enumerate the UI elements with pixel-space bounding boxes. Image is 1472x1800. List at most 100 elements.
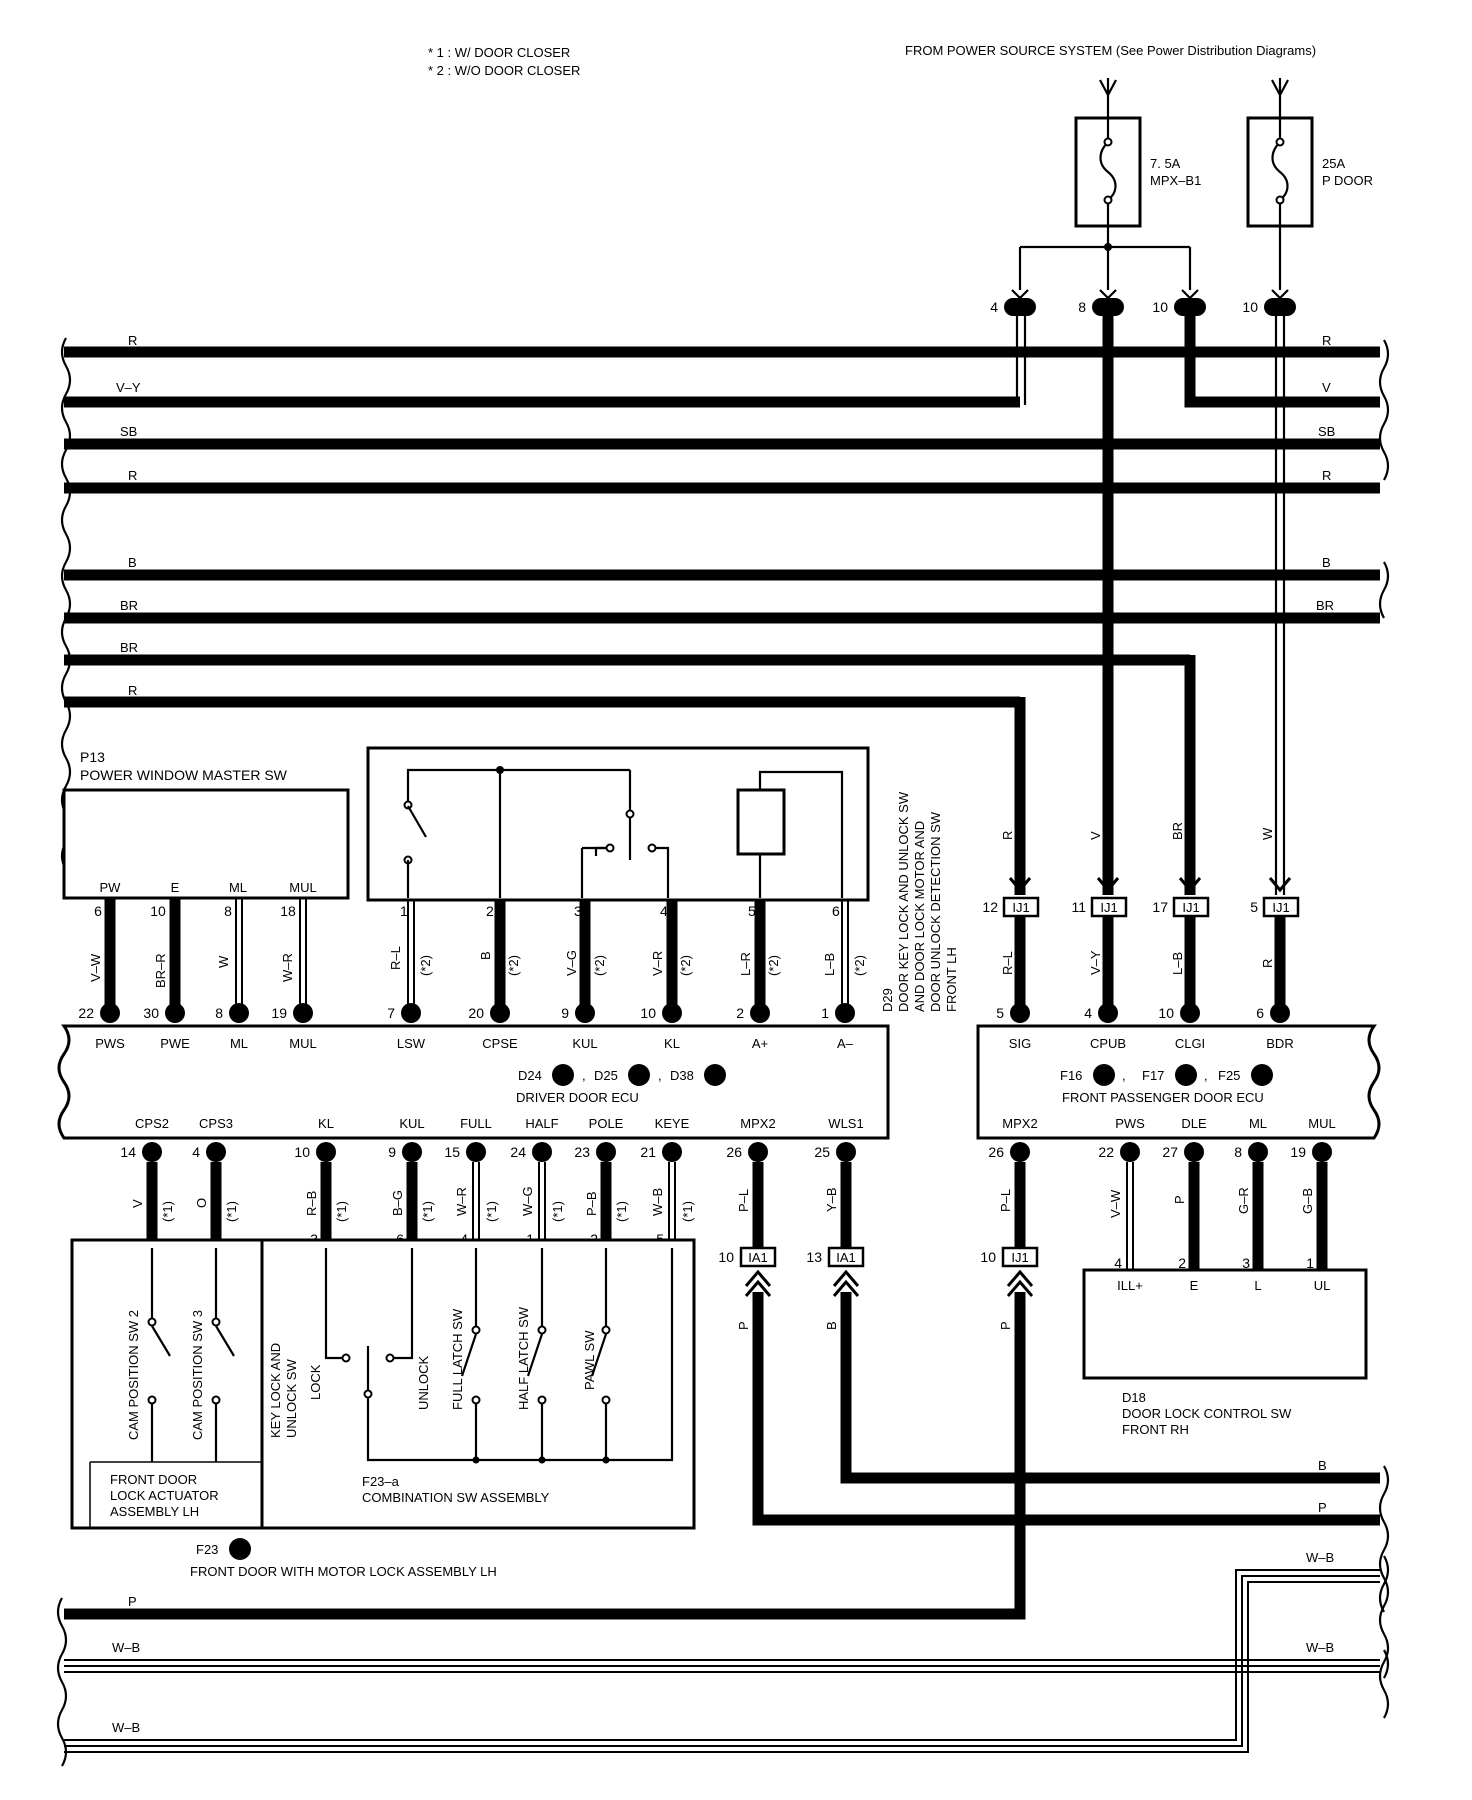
bus-wires: R R V–Y V SB SB R R B B BR BR BR R: [60, 333, 1390, 899]
svg-text:G–R: G–R: [1236, 1187, 1251, 1214]
svg-text:SB: SB: [120, 424, 137, 439]
ia1-connectors: IA1 10 IA1 13: [718, 1246, 865, 1297]
passenger-bottom-wire-labels: P–L V–W P G–R G–B: [998, 1187, 1315, 1218]
svg-text:11: 11: [1071, 899, 1086, 915]
svg-text:B: B: [1322, 555, 1331, 570]
svg-text:B: B: [478, 951, 493, 960]
passenger-ecu-bottom-pins: B 26 A 22 A 27 A 8 A 19: [988, 1142, 1332, 1162]
svg-text:A: A: [235, 1008, 243, 1020]
driver-ecu-top-terms: PWS PWE ML MUL LSW CPSE KUL KL A+ A–: [95, 1036, 854, 1051]
svg-text:E: E: [171, 880, 180, 895]
svg-text:PWE: PWE: [160, 1036, 190, 1051]
svg-text:IJ1: IJ1: [1182, 900, 1199, 915]
svg-text:F25: F25: [1218, 1068, 1240, 1083]
svg-text:C: C: [1258, 1070, 1266, 1082]
svg-text:KL: KL: [664, 1036, 680, 1051]
svg-text:3: 3: [574, 903, 582, 919]
svg-text:E: E: [408, 1147, 415, 1159]
svg-text:10: 10: [718, 1249, 734, 1265]
svg-text:B: B: [1104, 1008, 1112, 1020]
svg-text:BR: BR: [1170, 822, 1185, 840]
svg-text:B: B: [1016, 1147, 1024, 1159]
svg-text:PJ: PJ: [1273, 303, 1286, 315]
svg-text:10: 10: [1242, 299, 1258, 315]
svg-text:BR: BR: [120, 640, 138, 655]
svg-text:10: 10: [640, 1005, 656, 1021]
svg-text:IJ1: IJ1: [1100, 900, 1117, 915]
svg-text:SIG: SIG: [1009, 1036, 1031, 1051]
svg-text:(*1): (*1): [334, 1201, 349, 1222]
p13-box: [62, 788, 350, 900]
svg-text:SB: SB: [1318, 424, 1335, 439]
svg-text:B: B: [1186, 1008, 1194, 1020]
svg-text:25: 25: [814, 1144, 830, 1160]
svg-text:V–R: V–R: [650, 951, 665, 976]
svg-text:20: 20: [468, 1005, 484, 1021]
svg-text:W: W: [1260, 827, 1275, 840]
svg-text:4: 4: [192, 1144, 200, 1160]
f23-label: F23 E FRONT DOOR WITH MOTOR LOCK ASSEMBL…: [190, 1538, 497, 1579]
svg-text:C: C: [496, 1008, 504, 1020]
svg-text:23: 23: [574, 1144, 590, 1160]
svg-text:(*2): (*2): [506, 955, 521, 976]
svg-text:KEY LOCK AND: KEY LOCK AND: [268, 1343, 283, 1438]
svg-text:E: E: [668, 1147, 675, 1159]
svg-text:(*2): (*2): [852, 955, 867, 976]
svg-text:4: 4: [990, 299, 998, 315]
svg-text:WLS1: WLS1: [828, 1116, 863, 1131]
svg-text:W–B: W–B: [112, 1640, 140, 1655]
svg-text:4: 4: [1114, 1255, 1122, 1271]
svg-text:LSW: LSW: [397, 1036, 426, 1051]
svg-text:DOOR UNLOCK DETECTION SW: DOOR UNLOCK DETECTION SW: [928, 811, 943, 1012]
p13-name: POWER WINDOW MASTER SW: [80, 767, 288, 783]
svg-text:A: A: [559, 1070, 567, 1082]
svg-text:27: 27: [1162, 1144, 1178, 1160]
svg-text:W–B: W–B: [650, 1188, 665, 1216]
actuator-label-3: ASSEMBLY LH: [110, 1504, 199, 1519]
svg-text:ML: ML: [1249, 1116, 1267, 1131]
svg-text:W–R: W–R: [454, 1187, 469, 1216]
combination-name: COMBINATION SW ASSEMBLY: [362, 1490, 550, 1505]
svg-text:W–B: W–B: [112, 1720, 140, 1735]
svg-text:R–B: R–B: [304, 1191, 319, 1216]
svg-text:P: P: [998, 1321, 1013, 1330]
svg-text:22: 22: [1098, 1144, 1114, 1160]
d18-name-2: FRONT RH: [1122, 1422, 1189, 1437]
svg-text:V: V: [130, 1199, 145, 1208]
svg-text:CPS3: CPS3: [199, 1116, 233, 1131]
svg-text:P–L: P–L: [736, 1189, 751, 1212]
svg-text:(*1): (*1): [614, 1201, 629, 1222]
svg-text:B: B: [1182, 1070, 1190, 1082]
svg-text:22: 22: [78, 1005, 94, 1021]
svg-text:26: 26: [988, 1144, 1004, 1160]
svg-text:HALF LATCH SW: HALF LATCH SW: [516, 1306, 531, 1410]
svg-text:E: E: [472, 1147, 479, 1159]
svg-text:KL: KL: [318, 1116, 334, 1131]
svg-text:BR–R: BR–R: [153, 953, 168, 988]
svg-text:PI: PI: [1185, 303, 1195, 315]
svg-text:UNLOCK: UNLOCK: [416, 1355, 431, 1410]
svg-text:R–L: R–L: [1000, 951, 1015, 975]
fuse1-rating: 7. 5A: [1150, 156, 1181, 171]
svg-text:2: 2: [1178, 1255, 1186, 1271]
combination-switch-internals: KEY LOCK AND UNLOCK SW LOCK UNLOCK FULL …: [268, 1248, 674, 1464]
svg-text:MUL: MUL: [289, 1036, 316, 1051]
svg-text:P: P: [1172, 1195, 1187, 1204]
svg-text:8: 8: [1234, 1144, 1242, 1160]
svg-text:KUL: KUL: [399, 1116, 424, 1131]
svg-text:MPX2: MPX2: [1002, 1116, 1037, 1131]
svg-text:(*1): (*1): [484, 1201, 499, 1222]
svg-text:26: 26: [726, 1144, 742, 1160]
svg-text:R: R: [1322, 468, 1331, 483]
svg-text:A: A: [106, 1008, 114, 1020]
d29-label: D29 DOOR KEY LOCK AND UNLOCK SW AND DOOR…: [880, 791, 959, 1012]
svg-text:BR: BR: [120, 598, 138, 613]
svg-text:V–W: V–W: [1108, 1189, 1123, 1218]
svg-text:B: B: [128, 555, 137, 570]
svg-text:2: 2: [486, 903, 494, 919]
d18-code: D18: [1122, 1390, 1146, 1405]
svg-text:E: E: [322, 1147, 329, 1159]
svg-text:W: W: [216, 955, 231, 968]
svg-text:,: ,: [1122, 1068, 1126, 1083]
svg-text:V–Y: V–Y: [1088, 950, 1103, 975]
